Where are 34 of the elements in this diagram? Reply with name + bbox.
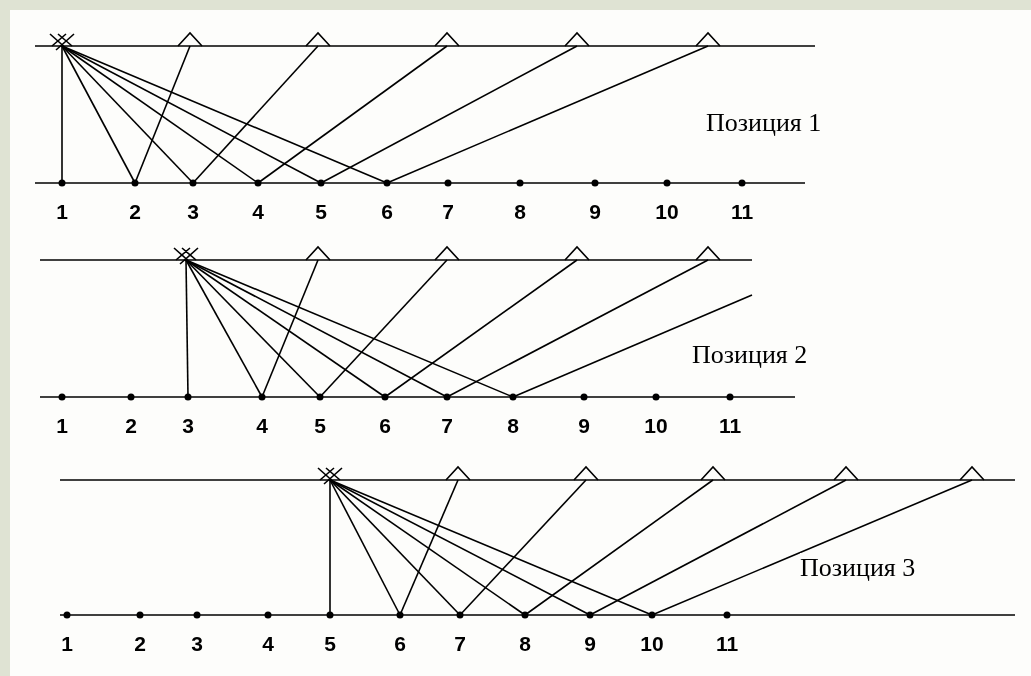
point-number: 10 xyxy=(640,632,664,656)
point-number: 1 xyxy=(56,200,68,224)
point-number: 11 xyxy=(730,200,754,224)
point-number: 8 xyxy=(507,414,519,438)
point-number: 3 xyxy=(182,414,194,438)
point-number: 2 xyxy=(125,414,137,438)
point-number: 5 xyxy=(324,632,336,656)
point-number: 3 xyxy=(191,632,203,656)
point-number: 9 xyxy=(578,414,590,438)
point-number: 5 xyxy=(315,200,327,224)
point-number: 2 xyxy=(129,200,141,224)
point-number: 1 xyxy=(56,414,68,438)
point-number: 3 xyxy=(187,200,199,224)
point-number: 4 xyxy=(252,200,264,224)
point-number: 7 xyxy=(442,200,454,224)
point-number: 7 xyxy=(454,632,466,656)
point-number: 1 xyxy=(61,632,73,656)
point-number: 4 xyxy=(262,632,274,656)
point-number: 8 xyxy=(514,200,526,224)
point-number: 9 xyxy=(589,200,601,224)
point-number: 8 xyxy=(519,632,531,656)
point-number: 11 xyxy=(718,414,742,438)
point-number: 10 xyxy=(644,414,668,438)
point-number: 2 xyxy=(134,632,146,656)
point-number: 6 xyxy=(394,632,406,656)
point-number: 6 xyxy=(379,414,391,438)
point-number: 10 xyxy=(655,200,679,224)
position-label: Позиция 3 xyxy=(800,553,916,583)
point-number: 5 xyxy=(314,414,326,438)
point-number: 7 xyxy=(441,414,453,438)
point-number: 4 xyxy=(256,414,268,438)
point-number: 11 xyxy=(715,632,739,656)
point-number: 9 xyxy=(584,632,596,656)
point-number: 6 xyxy=(381,200,393,224)
